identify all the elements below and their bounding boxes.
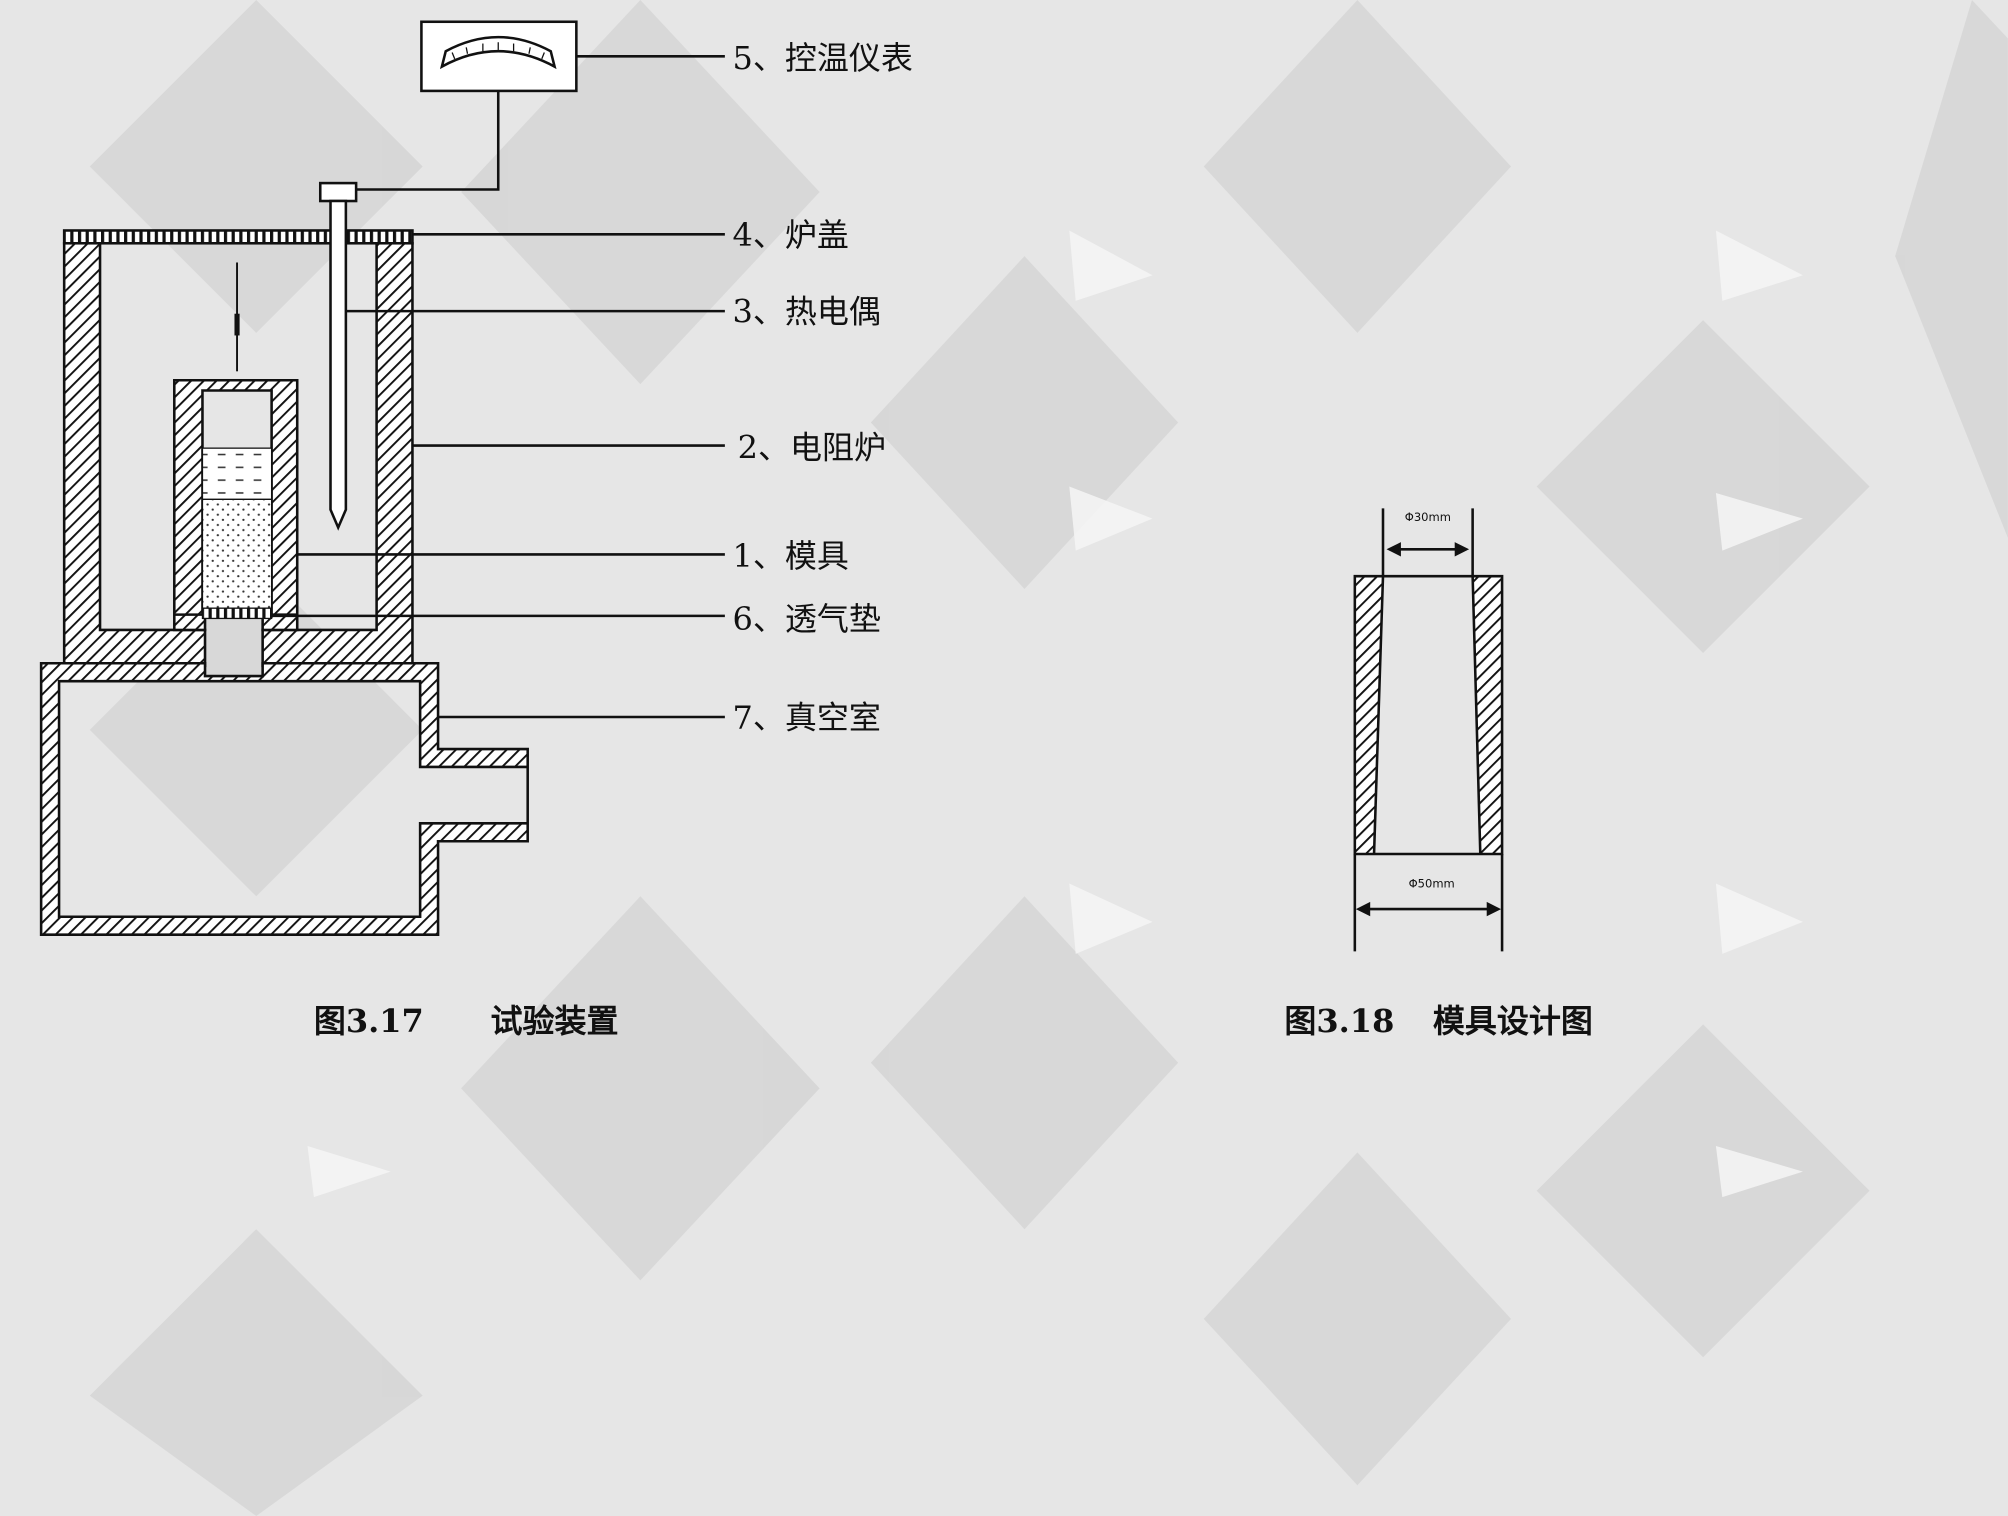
bottom-diameter-label: Φ50mm — [1409, 876, 1455, 890]
mold-design-figure — [1353, 508, 1504, 952]
label-mold: 1、模具 — [733, 537, 849, 575]
label-temperature-controller: 5、控温仪表 — [733, 39, 913, 77]
label-vacuum-chamber: 7、真空室 — [733, 699, 881, 737]
label-gas-pad: 6、透气垫 — [733, 600, 881, 638]
background-pattern — [89, 0, 2008, 1516]
caption-title-left: 试验装置 — [491, 1002, 619, 1040]
test-apparatus-figure — [39, 20, 725, 936]
caption-number-left: 图3.17 — [314, 1002, 424, 1040]
gas-pad — [201, 607, 273, 620]
label-furnace-lid: 4、炉盖 — [733, 216, 849, 254]
top-diameter-label: Φ30mm — [1405, 510, 1451, 524]
background-highlights — [307, 230, 1803, 1198]
label-resistance-furnace: 2、电阻炉 — [738, 428, 886, 466]
caption-number-right: 图3.18 — [1284, 1002, 1394, 1040]
label-thermocouple: 3、热电偶 — [733, 293, 881, 331]
caption-title-right: 模具设计图 — [1433, 1002, 1593, 1040]
